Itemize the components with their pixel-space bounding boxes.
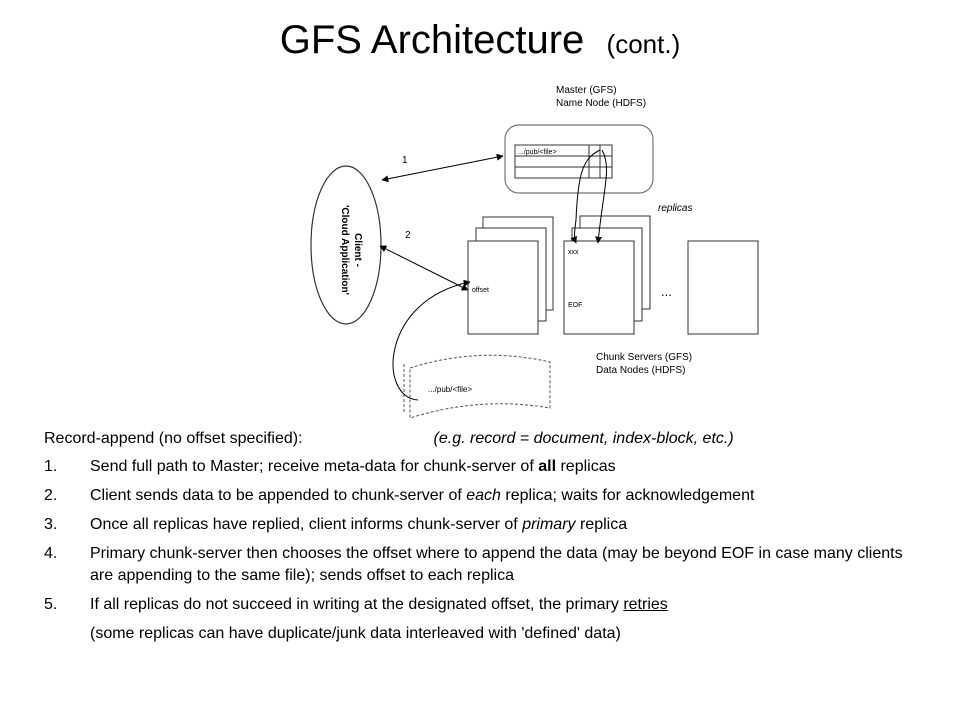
title-main: GFS Architecture (279, 18, 585, 62)
step-number: 3. (44, 516, 58, 533)
client-label-line-2: 'Cloud Application' (339, 205, 350, 295)
master-box (504, 124, 654, 194)
step-text: If all replicas do not succeed in writin… (90, 596, 668, 613)
step-4: 4. Primary chunk-server then chooses the… (44, 543, 924, 587)
data-scroll (409, 354, 551, 419)
step-5-continuation: (some replicas can have duplicate/junk d… (90, 625, 621, 642)
chunk-servers-label-line-2: Data Nodes (HDFS) (596, 365, 685, 376)
step-number: 1. (44, 458, 58, 475)
chunk-ellipsis: ... (661, 284, 672, 299)
title-sub: (cont.) (606, 29, 681, 59)
chunk-stack-2 (563, 215, 651, 335)
arrow-label-1: 1 (402, 155, 408, 166)
arrow-client-chunk (379, 245, 469, 291)
step-2: 2. Client sends data to be appended to c… (44, 485, 924, 507)
step-text: Primary chunk-server then chooses the of… (90, 545, 903, 584)
record-append-steps: Record-append (no offset specified): (e.… (44, 428, 924, 645)
step-text: Send full path to Master; receive meta-d… (90, 458, 616, 475)
step-1: 1. Send full path to Master; receive met… (44, 456, 924, 478)
data-scroll-label: .../pub/<file> (428, 385, 472, 394)
master-label-line-2: Name Node (HDFS) (556, 98, 646, 109)
chunk-servers-label-line-1: Chunk Servers (GFS) (596, 352, 692, 363)
step-5: 5. If all replicas do not succeed in wri… (44, 594, 924, 616)
master-label-line-1: Master (GFS) (556, 85, 617, 96)
master-table (514, 144, 613, 179)
slide-title: GFS Architecture (cont.) (0, 12, 960, 72)
chunk-eof-label: EOF (568, 302, 582, 309)
chunk-server-extra (687, 240, 759, 335)
gfs-architecture-diagram: Master (GFS) Name Node (HDFS) .../pub/<f… (310, 85, 759, 419)
intro-line: Record-append (no offset specified): (e.… (44, 428, 924, 450)
metadata-arrow-2 (595, 149, 607, 244)
chunk-offset-label: offset (472, 287, 489, 294)
intro-example: (e.g. record = document, index-block, et… (433, 430, 734, 447)
chunk-stack-1 (467, 216, 554, 335)
step-text: Client sends data to be appended to chun… (90, 487, 755, 504)
step-number: 2. (44, 487, 58, 504)
client-label-line-1: Client - (352, 233, 363, 267)
step-3: 3. Once all replicas have replied, clien… (44, 514, 924, 536)
master-table-entry: .../pub/<file> (518, 149, 557, 156)
step-number: 5. (44, 596, 58, 613)
arrow-client-master (381, 153, 504, 183)
arrow-label-2: 2 (405, 230, 411, 241)
step-number: 4. (44, 545, 58, 562)
chunk-xxx-label: xxx (568, 249, 579, 256)
client-ellipse (310, 165, 382, 325)
intro-text: Record-append (no offset specified): (44, 430, 303, 447)
replicas-label: replicas (658, 203, 692, 214)
data-flow-arrow (392, 279, 471, 401)
step-text: Once all replicas have replied, client i… (90, 516, 628, 533)
metadata-arrow-1 (570, 149, 601, 244)
